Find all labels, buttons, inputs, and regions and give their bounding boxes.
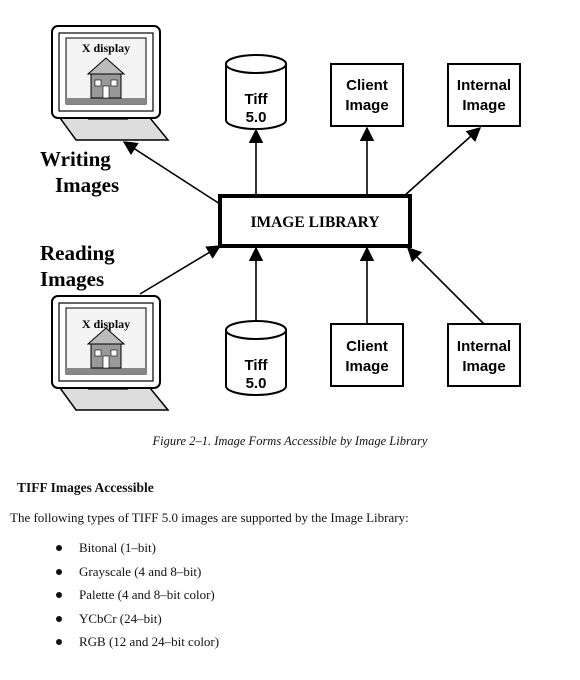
reading-label-line1: Reading (40, 241, 115, 265)
internal-image-top-line2: Image (462, 97, 505, 114)
internal-image-bottom-line2: Image (462, 358, 505, 375)
list-item: Palette (4 and 8–bit color) (56, 587, 219, 611)
section-title: TIFF Images Accessible (17, 480, 154, 495)
list-item-text: Bitonal (1–bit) (79, 540, 156, 555)
list-item: Grayscale (4 and 8–bit) (56, 564, 219, 588)
client-image-bottom-box (330, 323, 404, 387)
list-item-text: Palette (4 and 8–bit color) (79, 587, 215, 602)
client-image-top-box (330, 63, 404, 127)
arrow-to-monitor (122, 141, 221, 205)
tiff-top-line2: 5.0 (246, 109, 267, 126)
list-item: RGB (12 and 24–bit color) (56, 634, 219, 658)
client-image-bottom-line1: Client (346, 338, 388, 355)
monitor-top-icon (51, 25, 170, 141)
list-item-text: RGB (12 and 24–bit color) (79, 634, 220, 649)
list-item: YCbCr (24–bit) (56, 611, 219, 635)
client-image-bottom-line2: Image (345, 358, 388, 375)
tiff-bottom-line2: 5.0 (246, 375, 267, 392)
writing-label-line2: Images (55, 173, 119, 197)
bullet-icon (56, 568, 62, 575)
monitor-bottom-icon (51, 295, 170, 411)
tiff-bottom-line1: Tiff (244, 357, 268, 374)
image-library-label: IMAGE LIBRARY (250, 214, 379, 231)
internal-image-top-line1: Internal (457, 77, 511, 94)
figure-caption: Figure 2–1. Image Forms Accessible by Im… (152, 434, 428, 448)
bullet-icon (56, 545, 62, 551)
image-library-diagram: X display X display Writing Images Readi… (40, 25, 521, 411)
arrow-from-internal-bottom (406, 246, 485, 325)
client-image-top-line2: Image (345, 97, 388, 114)
list-item-text: Grayscale (4 and 8–bit) (79, 563, 202, 579)
bullet-icon (56, 592, 62, 598)
image-library-box (218, 194, 412, 248)
tiff-types-list: Bitonal (1–bit) Grayscale (4 and 8–bit) … (56, 540, 219, 658)
tiff-top-line1: Tiff (244, 91, 268, 108)
monitor-bottom-label: X display (82, 317, 130, 331)
intro-paragraph: The following types of TIFF 5.0 images a… (10, 510, 409, 525)
arrow-to-internal-top (403, 127, 482, 197)
client-image-top-line1: Client (346, 77, 388, 94)
monitor-top-label: X display (82, 41, 130, 55)
bullet-icon (56, 615, 62, 622)
internal-image-bottom-line1: Internal (457, 338, 511, 355)
list-item: Bitonal (1–bit) (56, 540, 219, 564)
arrow-from-monitor (139, 245, 222, 295)
internal-image-top-box (447, 63, 521, 127)
writing-label-line1: Writing (40, 147, 111, 171)
tiff-bottom-cylinder (225, 320, 287, 396)
reading-label-line2: Images (40, 267, 104, 291)
internal-image-bottom-box (447, 323, 521, 387)
bullet-icon (56, 639, 62, 645)
list-item-text: YCbCr (24–bit) (79, 610, 162, 626)
